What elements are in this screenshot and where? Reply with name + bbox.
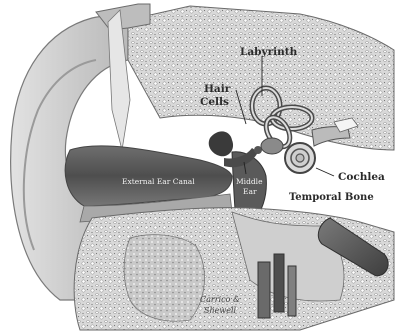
jaw-texture — [124, 235, 205, 321]
signature-line-2: Shewell — [204, 306, 237, 315]
label-middle: Middle — [236, 177, 263, 186]
signature-line-1: Carrico & — [200, 295, 240, 304]
label-external-ear-canal: External Ear Canal — [122, 177, 195, 186]
label-ear: Ear — [243, 187, 257, 196]
vestibule — [261, 138, 283, 154]
cochlea-shape — [285, 143, 315, 173]
label-labyrinth: Labyrinth — [240, 46, 298, 58]
label-cells: Cells — [200, 96, 229, 108]
label-hair: Hair — [204, 83, 231, 95]
label-cochlea: Cochlea — [338, 171, 385, 183]
temporal-bone-upper — [128, 6, 394, 150]
label-temporal-bone: Temporal Bone — [289, 192, 374, 203]
